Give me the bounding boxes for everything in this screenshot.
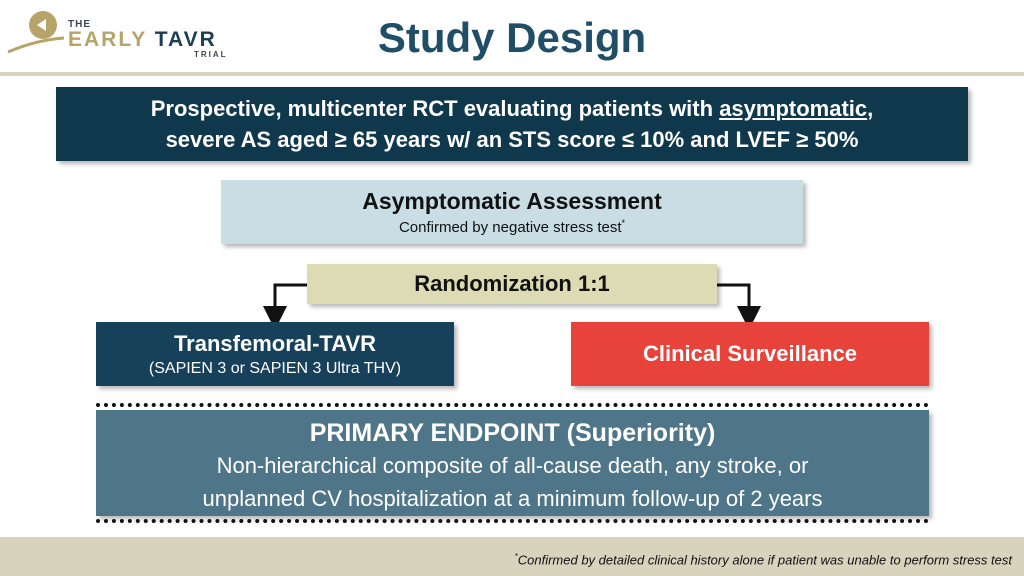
population-text-post: ,: [867, 96, 874, 121]
tavr-arm-box: Transfemoral-TAVR (SAPIEN 3 or SAPIEN 3 …: [96, 322, 454, 386]
left-arrow: [263, 283, 307, 330]
assessment-subtitle-text: Confirmed by negative stress test: [398, 219, 622, 236]
primary-endpoint-box: PRIMARY ENDPOINT (Superiority) Non-hiera…: [96, 410, 929, 516]
footnote-text: Confirmed by detailed clinical history a…: [517, 552, 1012, 568]
population-box: Prospective, multicenter RCT evaluating …: [56, 87, 968, 161]
logo-the-text: THE: [68, 19, 91, 30]
trial-logo: THE EARLY TAVR TRIAL: [6, 8, 246, 60]
randomization-box: Randomization 1:1: [307, 264, 717, 304]
footer-bar: [0, 537, 1024, 576]
page-title: Study Design: [377, 14, 647, 61]
tavr-arm-subtitle: (SAPIEN 3 or SAPIEN 3 Ultra THV): [148, 360, 402, 377]
logo-early-text: EARLY: [68, 28, 147, 51]
tavr-arm-title: Transfemoral-TAVR: [173, 331, 377, 356]
logo-emblem-icon: [7, 11, 65, 54]
population-text-pre: Prospective, multicenter RCT evaluating …: [150, 96, 720, 121]
assessment-footnote-marker: *: [621, 218, 626, 228]
endpoint-bottom-dotted-line: [96, 519, 929, 523]
assessment-title: Asymptomatic Assessment: [362, 188, 662, 214]
logo-tavr-text: TAVR: [154, 28, 217, 51]
endpoint-title: PRIMARY ENDPOINT (Superiority): [309, 419, 716, 447]
endpoint-top-dotted-line: [96, 403, 929, 407]
asymptomatic-emphasis: asymptomatic: [719, 96, 868, 121]
surveillance-arm-box: Clinical Surveillance: [571, 322, 929, 386]
population-line-2: severe AS aged ≥ 65 years w/ an STS scor…: [165, 127, 859, 152]
footnote-marker: *: [514, 552, 518, 561]
footnote: *Confirmed by detailed clinical history …: [515, 552, 1012, 567]
assessment-box: Asymptomatic Assessment Confirmed by neg…: [221, 180, 803, 244]
population-line-1: Prospective, multicenter RCT evaluating …: [56, 93, 968, 124]
title-divider: [0, 72, 1024, 76]
assessment-subtitle: Confirmed by negative stress test*: [221, 218, 803, 236]
right-arrow: [717, 283, 761, 330]
logo-name-text: EARLY TAVR: [68, 28, 217, 52]
endpoint-line-1: Non-hierarchical composite of all-cause …: [216, 453, 809, 478]
logo-trial-text: TRIAL: [194, 50, 228, 59]
endpoint-line-2: unplanned CV hospitalization at a minimu…: [202, 486, 823, 511]
